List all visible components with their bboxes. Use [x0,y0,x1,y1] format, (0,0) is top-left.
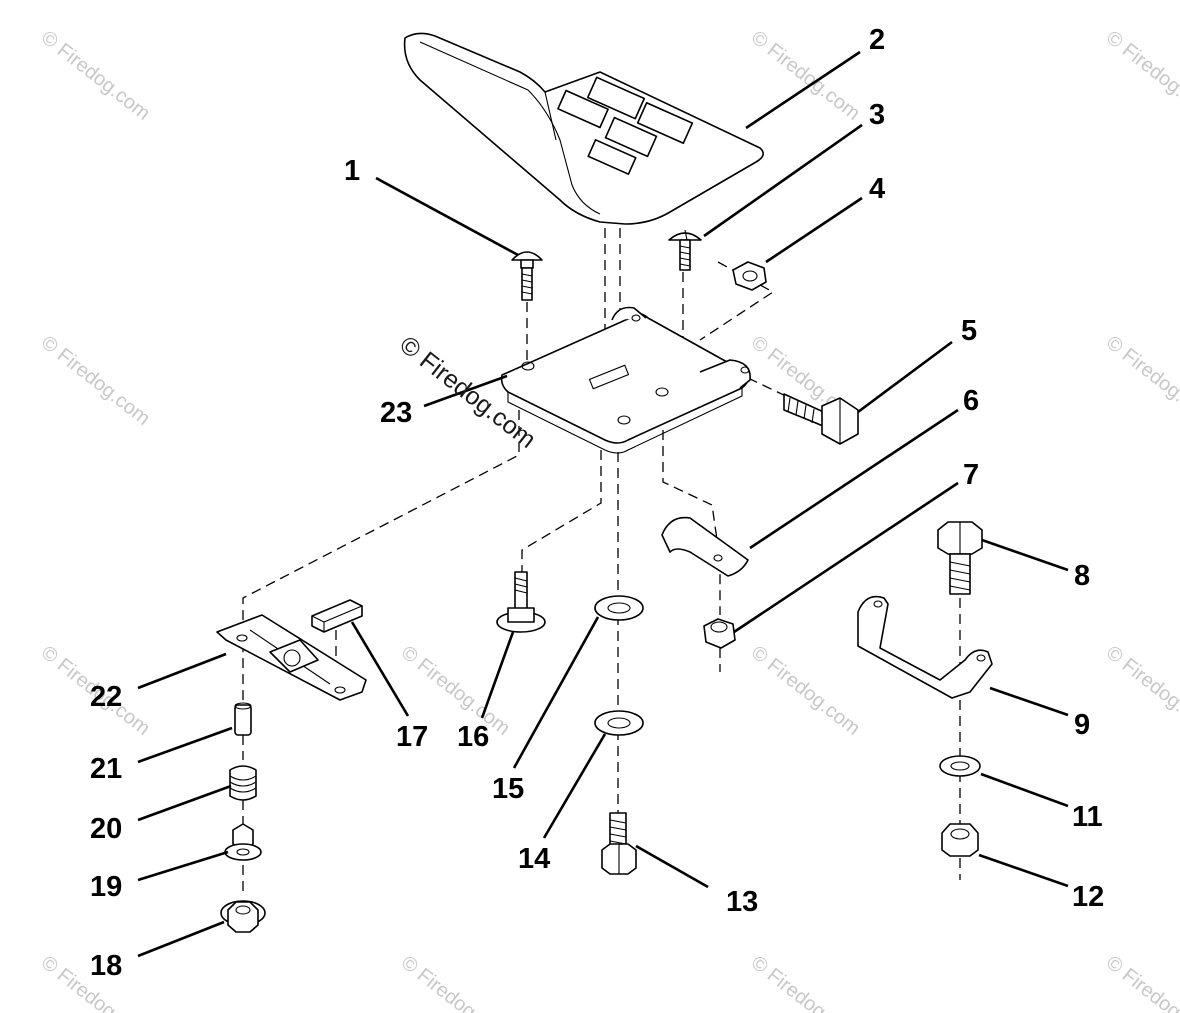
truss-screw [668,229,702,271]
watermark: © Firedog.com [37,332,154,430]
callout-23: 23 [380,397,412,429]
callout-8: 8 [1074,560,1090,592]
seat [403,32,764,225]
callout-labels: 1 2 3 4 5 6 7 8 9 11 12 13 14 15 16 17 1… [90,24,1104,982]
callout-19: 19 [90,871,122,903]
watermark: © Firedog.com [1102,27,1180,125]
callout-2: 2 [869,24,885,56]
callout-16: 16 [457,721,489,753]
nut-right [941,823,979,857]
mounting-bracket [857,595,993,699]
switch-plate [216,614,367,701]
callout-15: 15 [492,773,524,805]
flange-bolt [496,571,546,633]
flange-lock-nut [220,900,266,933]
watermark: © Firedog.com [747,952,864,1013]
callout-22: 22 [90,681,122,713]
spring [229,765,257,801]
watermark: © Firedog.com [1102,332,1180,430]
watermark: © Firedog.com [37,27,154,125]
carriage-bolt [511,251,543,301]
bracket-clip [661,516,749,577]
washer-right [939,755,981,777]
hex-bolt-center [601,812,637,875]
callout-20: 20 [90,813,122,845]
callout-6: 6 [963,385,979,417]
hex-nut [732,261,767,291]
hex-bolt-right [937,521,983,595]
watermark: © Firedog.com [747,642,864,740]
callout-14: 14 [518,843,550,875]
assembly-lines [242,228,961,895]
lock-nut [703,618,736,649]
washer-lower [594,710,644,736]
callout-5: 5 [961,315,977,347]
leader-lines [137,50,1069,958]
watermark: © Firedog.com [1102,642,1180,740]
watermark: © Firedog.com [397,952,514,1013]
callout-3: 3 [869,99,885,131]
callout-17: 17 [396,721,428,753]
callout-12: 12 [1072,881,1104,913]
callout-18: 18 [90,950,122,982]
callout-21: 21 [90,753,122,785]
washer-upper [594,595,644,621]
callout-1: 1 [344,155,360,187]
pin [234,702,252,736]
callout-4: 4 [869,173,885,205]
flanged-nut [224,823,262,861]
watermark: © Firedog.com [1102,952,1180,1013]
watermark: © Firedog.com [747,27,864,125]
callout-13: 13 [726,886,758,918]
callout-11: 11 [1072,801,1103,833]
callout-9: 9 [1074,709,1090,741]
callout-7: 7 [963,459,979,491]
seat-plate [500,306,751,454]
shoulder-bolt [783,393,859,445]
magnet-block [311,599,363,633]
